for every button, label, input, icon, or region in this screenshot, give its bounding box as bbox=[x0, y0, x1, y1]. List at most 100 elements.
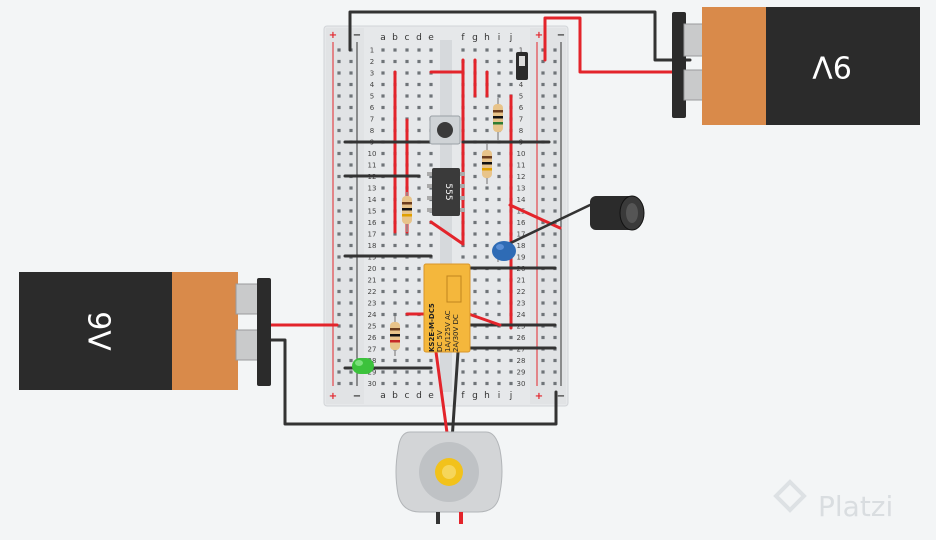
rail-minus-sign: − bbox=[557, 30, 565, 41]
breadboard-hole bbox=[417, 278, 421, 282]
breadboard-hole bbox=[393, 370, 397, 374]
resistor bbox=[390, 316, 400, 356]
breadboard-hole bbox=[349, 347, 353, 351]
breadboard-hole bbox=[553, 232, 557, 236]
breadboard-hole bbox=[473, 209, 477, 213]
breadboard-hole bbox=[381, 301, 385, 305]
breadboard-hole bbox=[541, 381, 545, 386]
breadboard-hole bbox=[429, 232, 433, 236]
breadboard-hole bbox=[405, 335, 409, 340]
col-label-j: j bbox=[509, 391, 513, 401]
breadboard-hole bbox=[473, 197, 477, 202]
row-number: 21 bbox=[517, 277, 526, 285]
breadboard-hole bbox=[349, 335, 353, 340]
row-number: 16 bbox=[517, 219, 526, 227]
platzi-watermark: Platzi bbox=[773, 479, 893, 523]
breadboard-hole bbox=[497, 71, 501, 75]
breadboard-hole bbox=[541, 358, 545, 363]
breadboard-hole bbox=[473, 381, 477, 386]
breadboard-hole bbox=[485, 255, 489, 259]
breadboard-hole bbox=[349, 278, 353, 282]
col-label-d: d bbox=[416, 33, 422, 43]
breadboard-hole bbox=[337, 243, 341, 248]
row-number: 3 bbox=[370, 70, 374, 78]
col-label-i: i bbox=[498, 391, 501, 401]
breadboard-hole bbox=[485, 358, 489, 363]
row-number: 4 bbox=[370, 81, 375, 89]
breadboard-hole bbox=[497, 48, 501, 52]
breadboard-hole bbox=[553, 243, 557, 248]
breadboard-hole bbox=[381, 59, 385, 64]
breadboard-hole bbox=[417, 151, 421, 156]
breadboard-hole bbox=[417, 347, 421, 351]
breadboard-hole bbox=[417, 71, 421, 75]
row-number: 2 bbox=[370, 58, 374, 66]
breadboard-hole bbox=[541, 197, 545, 202]
breadboard-hole bbox=[553, 278, 557, 282]
breadboard-hole bbox=[497, 174, 501, 179]
breadboard-hole bbox=[337, 59, 341, 64]
breadboard-hole bbox=[337, 48, 341, 52]
breadboard-hole bbox=[349, 71, 353, 75]
breadboard-hole bbox=[497, 370, 501, 374]
breadboard-hole bbox=[553, 140, 557, 144]
breadboard-hole bbox=[497, 220, 501, 225]
breadboard-hole bbox=[393, 358, 397, 363]
breadboard-hole bbox=[417, 266, 421, 271]
row-number: 18 bbox=[368, 242, 377, 250]
breadboard-hole bbox=[509, 71, 513, 75]
row-number: 26 bbox=[517, 334, 526, 342]
breadboard-hole bbox=[337, 71, 341, 75]
breadboard-hole bbox=[337, 209, 341, 213]
led-green bbox=[352, 358, 374, 374]
breadboard-hole bbox=[417, 358, 421, 363]
breadboard-hole bbox=[349, 301, 353, 305]
row-number: 7 bbox=[519, 116, 523, 124]
col-label-g: g bbox=[472, 391, 478, 401]
push-button[interactable] bbox=[429, 115, 461, 145]
row-number: 1 bbox=[519, 47, 523, 55]
breadboard-hole bbox=[509, 358, 513, 363]
breadboard-hole bbox=[553, 128, 557, 133]
breadboard-hole bbox=[509, 48, 513, 52]
breadboard-hole bbox=[349, 370, 353, 374]
breadboard-hole bbox=[381, 312, 385, 317]
breadboard-hole bbox=[417, 381, 421, 386]
breadboard-hole bbox=[417, 163, 421, 167]
rail-minus-sign: − bbox=[353, 391, 361, 402]
resistor bbox=[482, 144, 492, 184]
breadboard-hole bbox=[405, 94, 409, 98]
breadboard-hole bbox=[393, 381, 397, 386]
breadboard-hole bbox=[461, 48, 465, 52]
row-number: 24 bbox=[517, 311, 526, 319]
rail-plus-sign: + bbox=[535, 391, 543, 402]
relay-ac-rating-text: 1A/125V AC bbox=[444, 310, 452, 352]
breadboard-hole bbox=[497, 94, 501, 98]
breadboard-hole bbox=[337, 324, 341, 328]
breadboard-hole bbox=[381, 381, 385, 386]
breadboard-hole bbox=[381, 289, 385, 294]
breadboard-hole bbox=[485, 197, 489, 202]
breadboard-hole bbox=[417, 324, 421, 328]
slide-switch[interactable] bbox=[516, 52, 528, 80]
breadboard-hole bbox=[337, 232, 341, 236]
jumper-wire-red bbox=[429, 220, 465, 246]
col-label-h: h bbox=[484, 391, 490, 401]
breadboard-hole bbox=[541, 59, 545, 64]
breadboard-hole bbox=[541, 301, 545, 305]
breadboard-hole bbox=[461, 381, 465, 386]
breadboard-hole bbox=[541, 220, 545, 225]
electrolytic-capacitor bbox=[590, 195, 645, 231]
breadboard-hole bbox=[497, 197, 501, 202]
row-number: 30 bbox=[368, 380, 377, 388]
relay-dc-rating-text: 2A/30V DC bbox=[452, 314, 460, 352]
breadboard-hole bbox=[485, 278, 489, 282]
row-number: 23 bbox=[517, 300, 526, 308]
breadboard-hole bbox=[473, 255, 477, 259]
breadboard-hole bbox=[461, 358, 465, 363]
row-number: 4 bbox=[519, 81, 524, 89]
breadboard-hole bbox=[541, 151, 545, 156]
breadboard-hole bbox=[473, 232, 477, 236]
breadboard-hole bbox=[405, 243, 409, 248]
breadboard-hole bbox=[349, 220, 353, 225]
